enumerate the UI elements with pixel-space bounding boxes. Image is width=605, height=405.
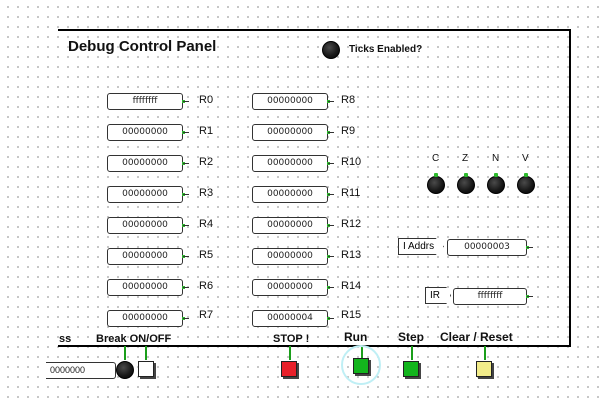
partial-label: ss [59,333,72,345]
register-pin [327,317,330,320]
ticks-enabled-label: Ticks Enabled? [349,44,423,55]
flag-z-led [457,173,475,194]
register-r15-value: 00000004 [252,310,334,327]
register-pin [182,286,185,289]
break-wire-2 [145,346,147,360]
register-pin [327,131,330,134]
register-pin [182,255,185,258]
register-pin [327,100,330,103]
register-r7-label: R7 [199,309,214,321]
register-r0-value: ffffffff [107,93,189,110]
register-pin [327,255,330,258]
step-button[interactable] [403,361,419,377]
register-r6-value: 00000000 [107,279,189,296]
register-r10-value: 00000000 [252,155,334,172]
iaddrs-label: I Addrs [398,238,444,255]
register-r5-value: 00000000 [107,248,189,265]
register-r9-label: R9 [341,125,356,137]
iaddrs-value: 00000003 [447,239,533,256]
run-button[interactable] [353,358,369,374]
flag-n-led [487,173,505,194]
register-r8-value: 00000000 [252,93,334,110]
output-value: 0000000 [46,362,116,379]
register-r3-value: 00000000 [107,186,189,203]
register-r4-label: R4 [199,218,214,230]
register-pin [182,131,185,134]
break-label: Break ON/OFF [96,333,172,345]
ticks-enabled-led[interactable] [322,41,340,59]
register-r13-value: 00000000 [252,248,334,265]
register-r3-label: R3 [199,187,214,199]
register-r8-label: R8 [341,94,356,106]
ir-value: ffffffff [453,288,533,305]
register-r9-value: 00000000 [252,124,334,141]
register-r6-label: R6 [199,280,214,292]
break-led [116,361,134,379]
register-r1-value: 00000000 [107,124,189,141]
register-r12-label: R12 [341,218,362,230]
register-r14-value: 00000000 [252,279,334,296]
register-r2-label: R2 [199,156,214,168]
register-pin [182,193,185,196]
break-toggle-button[interactable] [138,361,154,377]
register-pin [526,246,529,249]
flag-n-label: N [492,153,500,164]
flag-c-led [427,173,445,194]
clear-reset-button[interactable] [476,361,492,377]
register-r13-label: R13 [341,249,362,261]
register-r4-value: 00000000 [107,217,189,234]
run-label: Run [344,330,368,344]
register-pin [182,224,185,227]
clear-wire [484,346,486,360]
register-r7-value: 00000000 [107,310,189,327]
register-pin [327,286,330,289]
register-r10-label: R10 [341,156,362,168]
register-pin [182,100,185,103]
run-highlight [341,345,381,385]
register-r5-label: R5 [199,249,214,261]
register-pin [526,295,529,298]
clear-reset-label: Clear / Reset [440,330,513,344]
register-r11-label: R11 [341,187,361,199]
register-r1-label: R1 [199,125,214,137]
step-wire [411,346,413,360]
stop-button[interactable] [281,361,297,377]
flag-v-label: V [522,153,529,164]
register-pin [327,193,330,196]
flag-c-label: C [432,153,440,164]
ir-label: IR [425,287,451,304]
stop-label: STOP ! [273,333,310,345]
debug-control-panel [58,29,571,347]
stop-wire [289,346,291,360]
register-r12-value: 00000000 [252,217,334,234]
register-r0-label: R0 [199,94,214,106]
register-pin [327,224,330,227]
register-r14-label: R14 [341,280,362,292]
register-pin [182,162,185,165]
panel-title: Debug Control Panel [68,38,217,55]
step-label: Step [398,330,425,344]
register-pin [182,317,185,320]
flag-z-label: Z [462,153,469,164]
register-r15-label: R15 [341,309,362,321]
register-r2-value: 00000000 [107,155,189,172]
break-wire [124,346,126,360]
register-r11-value: 00000000 [252,186,334,203]
flag-v-led [517,173,535,194]
register-pin [327,162,330,165]
